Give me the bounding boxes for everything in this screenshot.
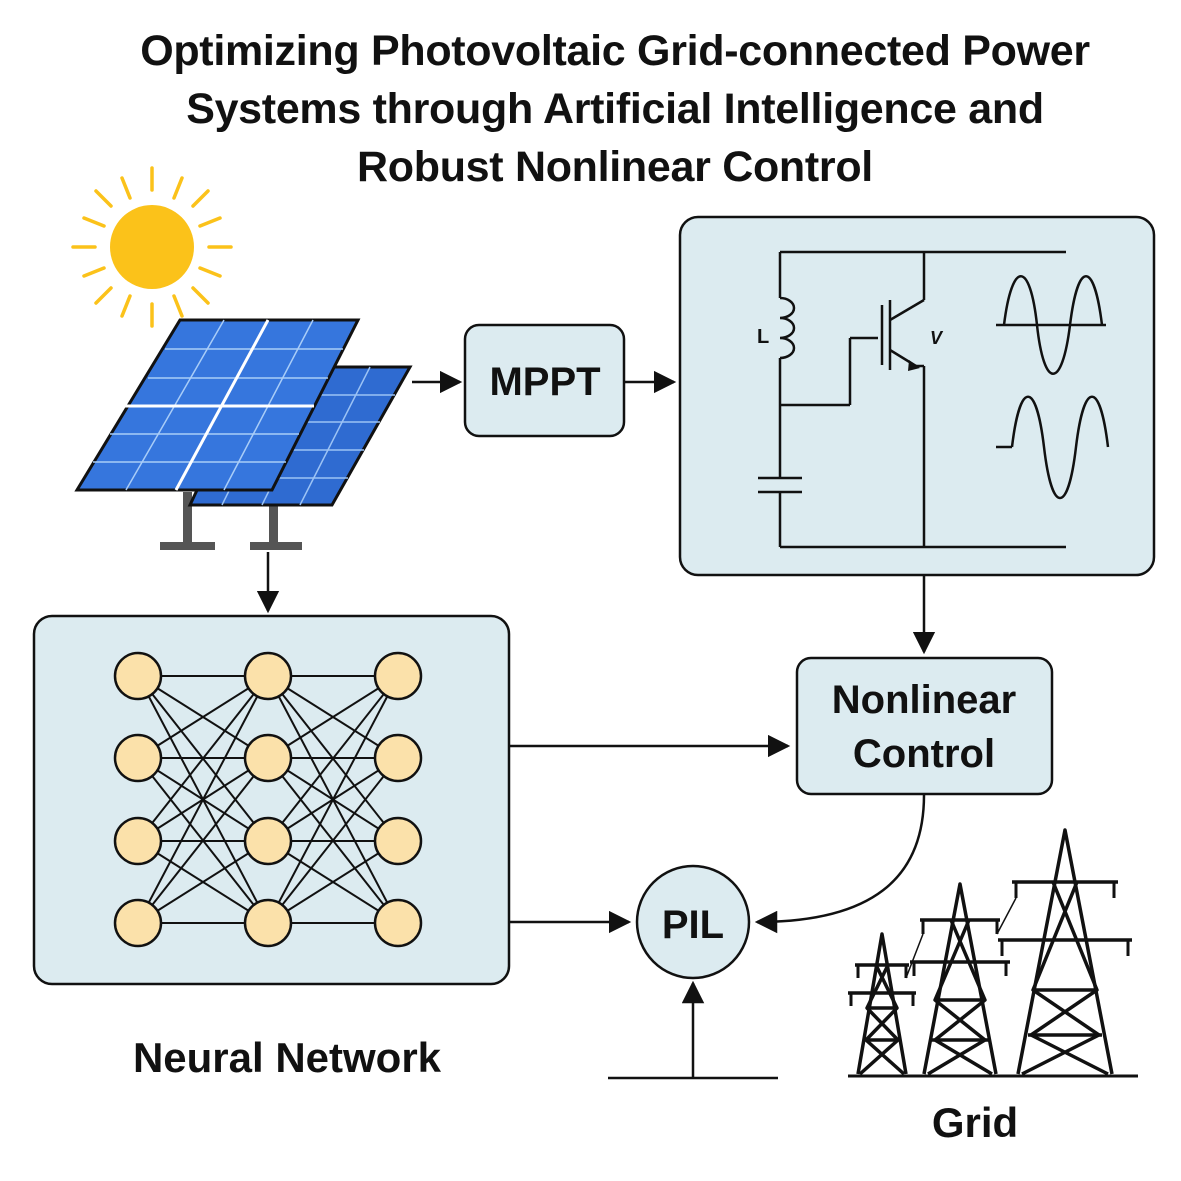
neuron-node <box>373 651 423 701</box>
title-line-2: Systems through Artificial Intelligence … <box>186 85 1044 133</box>
neural-network-label: Neural Network <box>133 1034 442 1081</box>
neuron-node <box>243 816 293 866</box>
neural-connection <box>267 840 399 924</box>
neural-network-block <box>32 614 511 986</box>
neuron-node <box>243 733 293 783</box>
neural-connection <box>267 675 399 924</box>
neuron-node <box>373 816 423 866</box>
neuron-node <box>113 898 163 948</box>
neuron-node <box>113 733 163 783</box>
sun-icon <box>71 166 233 328</box>
neural-connection <box>137 675 269 842</box>
inverter-circuit-block: L V <box>678 215 1156 577</box>
neural-network-connections <box>137 675 399 924</box>
neuron-node <box>243 651 293 701</box>
diagram-title: Optimizing Photovoltaic Grid-connected P… <box>60 22 1170 196</box>
neural-connection <box>137 675 269 924</box>
neuron-node <box>373 733 423 783</box>
nonlinear-control-label-line2: Control <box>853 732 995 776</box>
neural-connection <box>137 675 269 759</box>
pil-block: PIL <box>635 864 751 980</box>
title-line-1: Optimizing Photovoltaic Grid-connected P… <box>140 27 1090 75</box>
neural-connection <box>137 840 269 924</box>
neural-connection <box>137 757 269 924</box>
grid-label: Grid <box>932 1099 1018 1146</box>
transmission-tower-icon <box>848 828 1138 1078</box>
title-line-3: Robust Nonlinear Control <box>357 143 873 191</box>
neural-connection <box>267 675 399 842</box>
neuron-node <box>113 651 163 701</box>
pil-label: PIL <box>662 903 724 947</box>
neural-connection <box>267 757 399 924</box>
neuron-node <box>243 898 293 948</box>
neuron-node <box>113 816 163 866</box>
inductor-label: L <box>757 326 769 348</box>
neural-connection <box>267 675 399 759</box>
arrow-control-to-pil <box>754 794 926 934</box>
solar-panel-icon <box>74 318 413 550</box>
voltage-label: V <box>930 328 944 348</box>
nonlinear-control-label-line1: Nonlinear <box>832 678 1016 722</box>
mppt-block: MPPT <box>463 323 626 438</box>
flow-arrows <box>256 370 936 1080</box>
nonlinear-control-block: Nonlinear Control <box>795 656 1054 796</box>
neuron-node <box>373 898 423 948</box>
neural-network-neurons <box>113 651 423 948</box>
mppt-label: MPPT <box>489 360 600 404</box>
